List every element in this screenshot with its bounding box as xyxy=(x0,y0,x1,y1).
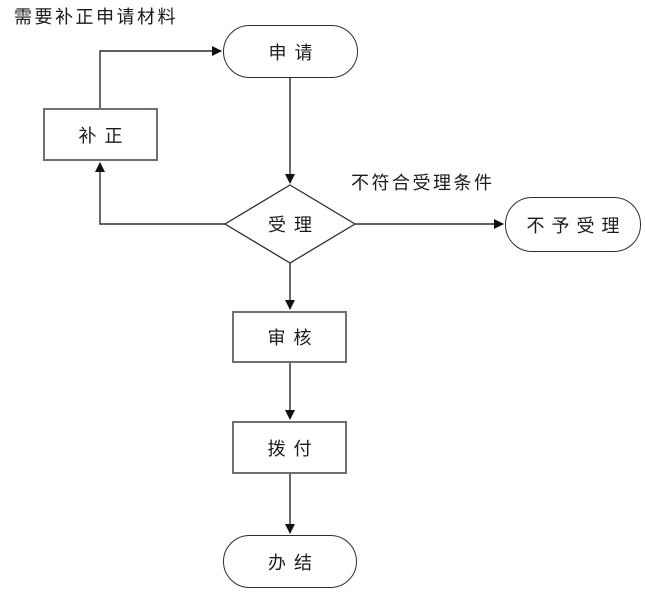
reject-condition-label: 不符合受理条件 xyxy=(351,173,495,193)
edge-correct-to-apply xyxy=(99,46,222,108)
supplement-note-label: 需要补正申请材料 xyxy=(14,7,178,27)
node-disburse: 拨付 xyxy=(232,421,347,474)
node-correct-label: 补正 xyxy=(78,125,131,146)
accept-diamond-shape xyxy=(223,184,357,264)
node-accept-label: 受理 xyxy=(268,215,320,235)
node-disburse-label: 拨付 xyxy=(267,438,320,459)
node-reject-label: 不予受理 xyxy=(526,215,627,236)
node-finish-label: 办结 xyxy=(268,552,320,573)
node-correct: 补正 xyxy=(43,108,158,161)
node-apply-label: 申请 xyxy=(268,42,321,63)
node-finish: 办结 xyxy=(223,535,357,588)
node-apply: 申请 xyxy=(223,25,358,78)
node-review: 审核 xyxy=(232,311,347,363)
node-accept: 受理 xyxy=(240,211,340,237)
node-reject: 不予受理 xyxy=(505,197,641,252)
node-review-label: 审核 xyxy=(267,328,320,348)
edge-accept-to-correct xyxy=(95,162,225,225)
